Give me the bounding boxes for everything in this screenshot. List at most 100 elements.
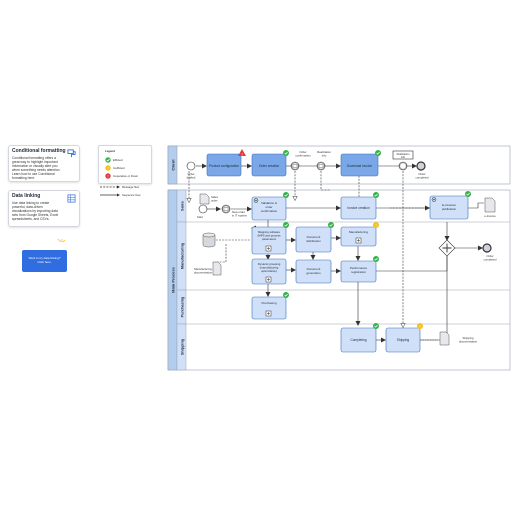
task-dynamic-label-1: Dynamic grouping bbox=[258, 262, 281, 266]
task-download-invoice[interactable] bbox=[340, 153, 379, 177]
intermediate-event-realization-info[interactable] bbox=[316, 161, 326, 171]
message-flow-sample bbox=[100, 185, 120, 189]
gear-icon bbox=[253, 198, 259, 203]
legend-sequence-flow: Sequence flow bbox=[122, 193, 141, 197]
end-event-order-completed[interactable] bbox=[416, 161, 426, 171]
start-event-order-drafted[interactable] bbox=[186, 161, 196, 171]
legend-item-efficient: Efficient bbox=[113, 158, 123, 162]
task-document-distribution[interactable] bbox=[295, 226, 332, 253]
subprocess-marker-icon bbox=[265, 310, 272, 317]
task-product-configuration[interactable] bbox=[206, 153, 242, 177]
lane-label-sales: Sales bbox=[181, 201, 185, 211]
label-sales-order-1: Sales bbox=[211, 195, 219, 199]
parallel-gateway[interactable] bbox=[438, 239, 456, 257]
task-shipping-label: Shipping bbox=[397, 338, 410, 342]
efficient-indicator bbox=[373, 192, 379, 198]
lane-label-manufacturing: Manufacturing bbox=[181, 242, 185, 269]
label-order-confirmation-1: Order bbox=[299, 150, 306, 154]
legend-title: Legend bbox=[105, 149, 115, 153]
realization-info-box-label-2: info bbox=[401, 155, 406, 159]
label-realization-info-1: Realization bbox=[317, 150, 331, 154]
efficient-indicator bbox=[283, 292, 289, 298]
task-doc-generation-label-1: Document bbox=[307, 267, 321, 271]
task-manufacturing[interactable] bbox=[340, 226, 377, 247]
task-mapping-label-2: (MPS and process bbox=[257, 234, 281, 238]
conditional-formatting-text: Conditional formatting offers a great wa… bbox=[12, 156, 61, 181]
task-purchasing-label: Purchasing bbox=[261, 301, 276, 305]
intermediate-event-new-order[interactable] bbox=[221, 204, 231, 214]
intermediate-event-realization[interactable] bbox=[398, 161, 408, 171]
legend-item-inoperative: Inoperative or Down bbox=[113, 174, 139, 178]
task-purchasing[interactable] bbox=[251, 296, 287, 320]
task-performance-registration[interactable] bbox=[340, 260, 377, 283]
label-start: Start bbox=[197, 215, 203, 219]
legend-message-flow: Message flow bbox=[122, 185, 140, 189]
efficient-indicator bbox=[283, 192, 289, 198]
lane-label-shipping: Shipping bbox=[181, 338, 185, 355]
task-e-invoices-label-1: E-invoices bbox=[442, 203, 456, 207]
sequence-flow-sample bbox=[100, 193, 120, 197]
end-event-order-completed-sales[interactable] bbox=[482, 243, 492, 253]
efficient-indicator bbox=[283, 222, 289, 228]
task-invoice-creation-label: Invoice creation bbox=[347, 206, 370, 210]
svg-text:!: ! bbox=[107, 174, 108, 179]
task-order-creation-label: Order creation bbox=[259, 164, 280, 168]
task-validation-label-2: order bbox=[265, 205, 272, 209]
legend-item-inefficient: Inefficient bbox=[113, 166, 125, 170]
realization-info-box-label-1: Realization bbox=[397, 152, 410, 156]
inefficient-icon: ! bbox=[105, 165, 111, 171]
efficient-indicator bbox=[375, 150, 381, 156]
cursor-icon bbox=[57, 238, 66, 243]
data-linking-title: Data linking bbox=[12, 193, 41, 199]
data-linking-card: Data linking Use data linking to create … bbox=[8, 190, 80, 227]
task-shipping[interactable] bbox=[385, 327, 421, 353]
task-dynamic-label-3: optimization) bbox=[261, 269, 277, 273]
start-event-sales[interactable] bbox=[198, 204, 208, 214]
shipping-lane-header bbox=[176, 323, 187, 371]
efficient-indicator bbox=[328, 222, 334, 228]
database-icon bbox=[202, 232, 216, 248]
task-completing[interactable] bbox=[340, 327, 377, 353]
label-order-completed-client-1: Order bbox=[418, 172, 425, 176]
efficient-indicator bbox=[373, 323, 379, 329]
task-document-generation[interactable] bbox=[295, 259, 332, 284]
conditional-formatting-card: Conditional formatting Conditional forma… bbox=[8, 145, 80, 182]
task-performance-label-1: Performance bbox=[350, 266, 368, 270]
subprocess-marker-icon bbox=[355, 237, 362, 244]
intermediate-event-order-confirmation[interactable] bbox=[290, 161, 300, 171]
task-manufacturing-label: Manufacturing bbox=[349, 230, 368, 234]
label-realization-info-2: info bbox=[322, 154, 327, 158]
inefficient-indicator: ! bbox=[373, 222, 379, 228]
task-e-invoices-publication[interactable] bbox=[429, 195, 469, 220]
label-order-completed-sales-2: completed bbox=[484, 258, 497, 262]
task-order-creation[interactable] bbox=[251, 153, 287, 177]
task-dynamic-grouping[interactable] bbox=[251, 258, 287, 285]
document-icon bbox=[484, 197, 496, 213]
label-manufacturing-documentation-1: Manufacturing bbox=[194, 267, 212, 271]
legend: Legend Efficient ! Inefficient ! Inopera… bbox=[98, 145, 152, 184]
task-validation-label-3: confirmation bbox=[261, 209, 278, 213]
label-order-confirmation-2: confirmation bbox=[295, 154, 311, 158]
document-icon bbox=[199, 193, 210, 205]
label-shipping-documentation-2: documentation bbox=[459, 340, 478, 344]
task-validation-label-1: Validation & bbox=[261, 201, 277, 205]
efficient-indicator bbox=[283, 150, 289, 156]
task-mapping-software[interactable] bbox=[251, 226, 287, 255]
data-linking-text: Use data linking to create powerful, dat… bbox=[12, 201, 59, 222]
svg-text:!: ! bbox=[419, 324, 420, 329]
try-data-linking-button[interactable]: Want to try data linking? Click here. bbox=[22, 250, 67, 272]
label-order-drafted-1: Order bbox=[187, 172, 194, 176]
task-validation-order-confirmation[interactable] bbox=[251, 196, 287, 221]
gear-icon bbox=[431, 197, 437, 202]
label-e-invoice: e-Invoice bbox=[484, 214, 496, 218]
inoperative-indicator: ! bbox=[238, 149, 246, 157]
task-e-invoices-label-2: publication bbox=[442, 207, 457, 211]
task-doc-distribution-label-1: Document bbox=[307, 235, 321, 239]
label-shipping-documentation-1: Shipping bbox=[463, 336, 474, 340]
task-download-invoice-label: Download invoice bbox=[347, 164, 372, 168]
label-manufacturing-documentation-2: documentation bbox=[194, 271, 213, 275]
paint-icon bbox=[67, 149, 76, 158]
label-new-order-2: in IT system bbox=[232, 214, 248, 218]
task-invoice-creation[interactable] bbox=[340, 196, 377, 220]
